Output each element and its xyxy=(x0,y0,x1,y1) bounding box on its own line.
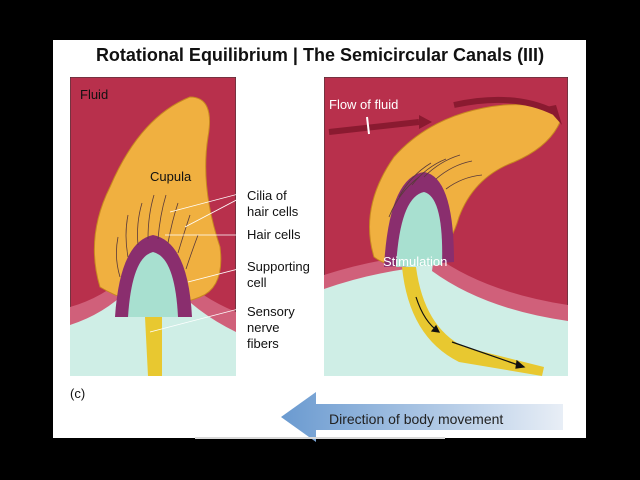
divider xyxy=(195,437,445,439)
supporting-label-line2: cell xyxy=(247,275,267,290)
stimulation-label: Stimulation xyxy=(383,254,448,269)
supporting-cell-label: Supporting cell xyxy=(247,259,310,291)
cilia-label: Cilia of hair cells xyxy=(247,188,298,220)
sensory-label-line3: fibers xyxy=(247,336,279,351)
direction-label: Direction of body movement xyxy=(329,411,504,427)
cilia-label-line1: Cilia of xyxy=(247,188,287,203)
cupula-label: Cupula xyxy=(150,169,192,184)
sensory-label-line1: Sensory xyxy=(247,304,295,319)
hair-cells-label: Hair cells xyxy=(247,227,301,242)
sensory-nerve-label: Sensory nerve fibers xyxy=(247,304,295,352)
cilia-label-line2: hair cells xyxy=(247,204,299,219)
fluid-label: Fluid xyxy=(80,87,109,102)
supporting-label-line1: Supporting xyxy=(247,259,310,274)
right-diagram xyxy=(324,77,568,376)
slide-title: Rotational Equilibrium | The Semicircula… xyxy=(95,45,545,65)
direction-arrow xyxy=(281,392,563,442)
left-diagram xyxy=(70,77,236,376)
flow-of-fluid-label: Flow of fluid xyxy=(329,97,399,112)
figure-caption: (c) xyxy=(70,386,86,401)
sensory-label-line2: nerve xyxy=(247,320,280,335)
